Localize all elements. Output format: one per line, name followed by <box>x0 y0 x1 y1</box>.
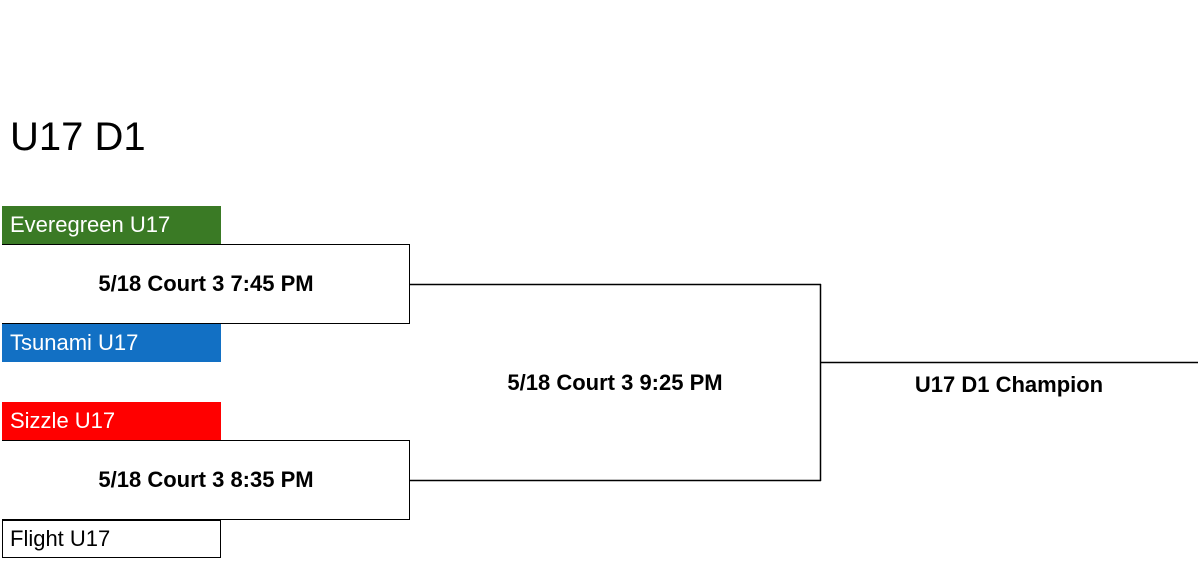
team-slot-everegreen: Everegreen U17 <box>2 206 221 244</box>
team-name: Flight U17 <box>10 526 111 551</box>
team-slot-sizzle: Sizzle U17 <box>2 402 221 440</box>
match-connector-1 <box>2 244 410 324</box>
champion-label: U17 D1 Champion <box>914 372 1104 397</box>
match-info-1: 5/18 Court 3 7:45 PM <box>98 271 314 296</box>
match-info-2: 5/18 Court 3 8:35 PM <box>98 467 314 492</box>
match-connector-2 <box>2 440 410 520</box>
final-match-info: 5/18 Court 3 9:25 PM <box>507 370 723 395</box>
team-name: Everegreen U17 <box>10 212 171 237</box>
team-name: Sizzle U17 <box>10 408 116 433</box>
team-slot-flight: Flight U17 <box>2 520 221 558</box>
bracket-title: U17 D1 <box>10 115 146 159</box>
team-name: Tsunami U17 <box>10 330 139 355</box>
team-slot-tsunami: Tsunami U17 <box>2 324 221 362</box>
